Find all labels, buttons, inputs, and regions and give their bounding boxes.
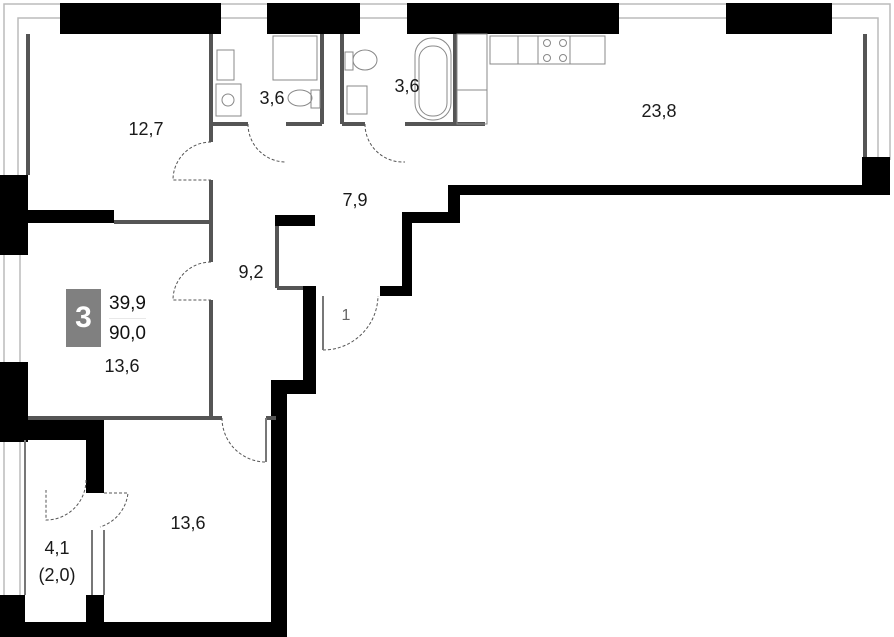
room-area-bedroom-top-left: 12,7 [128, 119, 164, 139]
living-area: 39,9 [109, 289, 146, 319]
total-area: 90,0 [109, 323, 146, 344]
kitchen-sink-icon [489, 35, 519, 65]
room-area-hallway-upper: 7,9 [342, 190, 368, 210]
bathtub-icon [414, 37, 452, 121]
exterior-walls [0, 3, 890, 637]
door-swings [45, 123, 406, 528]
rooms-count: 3 [66, 289, 101, 347]
apartment-summary-badge: 3 39,9 90,0 [66, 289, 146, 348]
room-area-kitchen-living: 23,8 [641, 101, 677, 121]
room-area-loggia-reduced: (2,0) [38, 565, 76, 585]
room-area-bathroom-1: 3,6 [259, 88, 285, 108]
bathroom-fixtures [215, 35, 452, 121]
washing-machine-icon [215, 83, 242, 117]
shower-icon [272, 35, 318, 81]
room-area-hallway-lower: 9,2 [238, 262, 264, 282]
room-area-bedroom-middle-left: 13,6 [104, 356, 140, 376]
toilet-icon [287, 89, 313, 107]
partitions [26, 34, 867, 420]
entrance-marker: 1 [341, 307, 351, 324]
sink-icon [216, 49, 235, 81]
room-area-loggia: 4,1 [44, 538, 70, 558]
toilet-icon-2 [352, 49, 378, 71]
sink-icon-2 [346, 85, 368, 115]
room-area-bathroom-2: 3,6 [394, 76, 420, 96]
kitchen-fixtures [456, 33, 606, 125]
room-area-bedroom-bottom: 13,6 [170, 513, 206, 533]
